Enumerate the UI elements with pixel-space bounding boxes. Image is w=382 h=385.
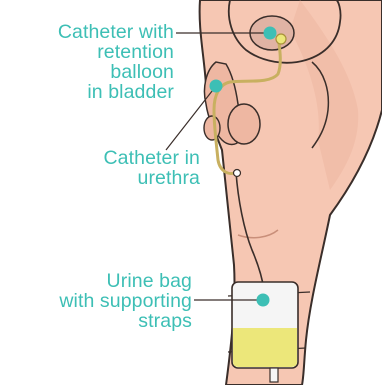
marker-dot-bladder — [264, 27, 277, 40]
label-catheter-urethra: Catheter in urethra — [104, 148, 201, 188]
bag-outlet — [270, 368, 278, 382]
retention-balloon — [276, 34, 286, 44]
marker-dot-urethra — [210, 80, 223, 93]
tube-connector — [234, 170, 241, 177]
testicle — [228, 104, 260, 144]
glans — [204, 116, 220, 140]
marker-dot-bag — [257, 294, 270, 307]
label-catheter-bladder: Catheter with retention balloon in bladd… — [58, 22, 174, 102]
label-urine-bag: Urine bag with supporting straps — [59, 271, 192, 331]
urine-fill — [233, 328, 297, 367]
